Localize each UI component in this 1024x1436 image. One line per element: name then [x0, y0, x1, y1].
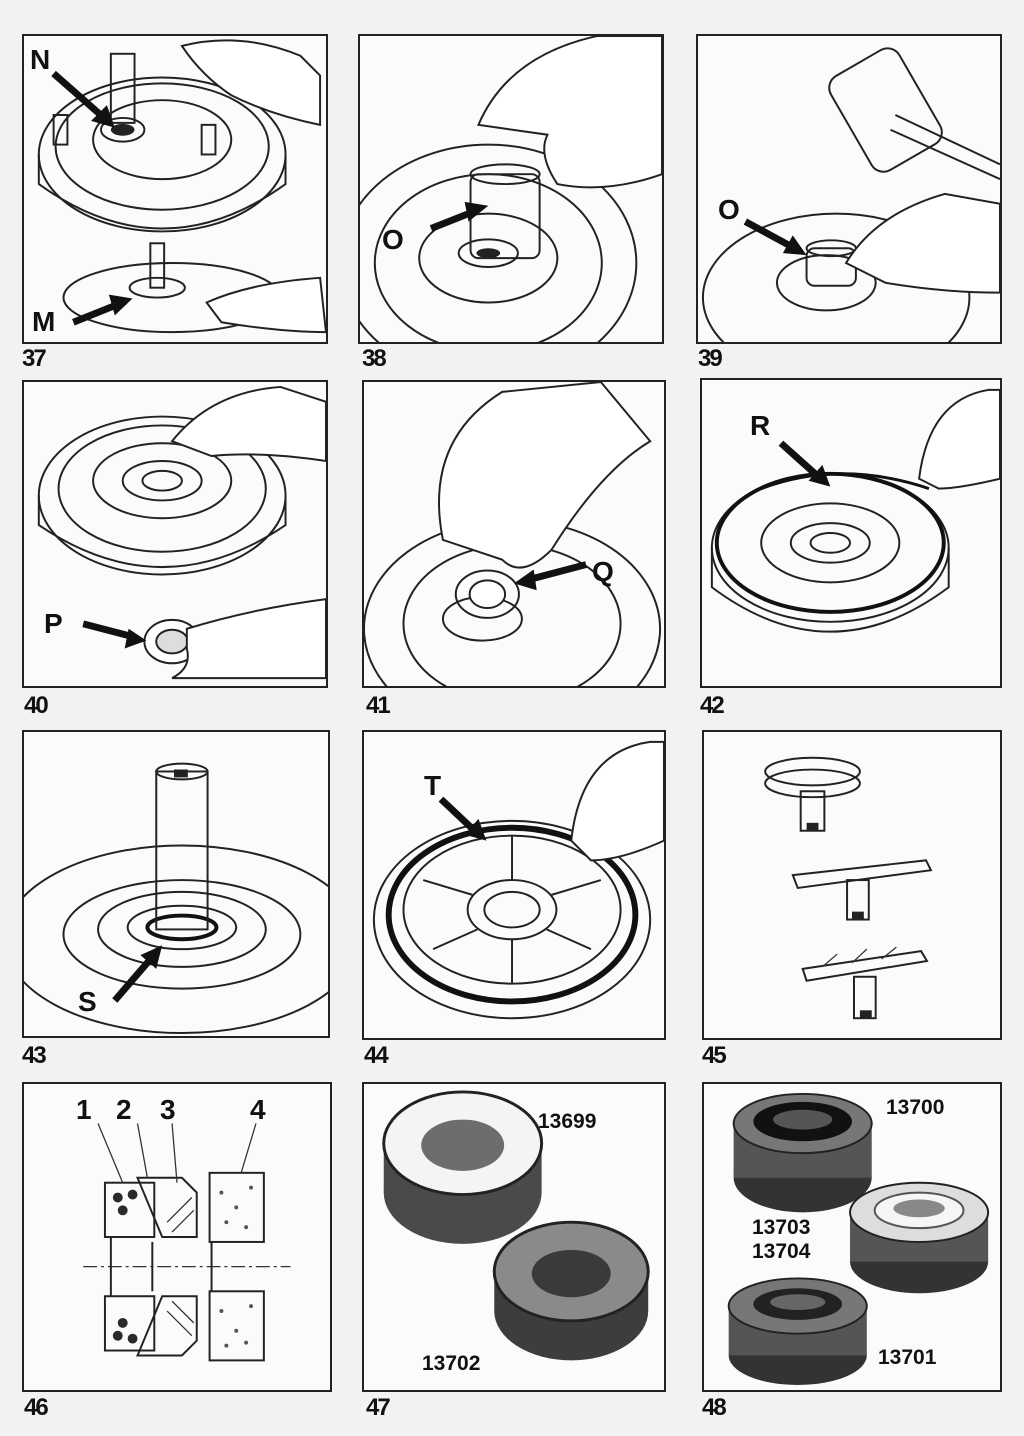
figure-number-47: 47 [366, 1394, 391, 1421]
part-code-13700: 13700 [886, 1096, 945, 1119]
seal-assemblies-48-illustration [727, 1092, 990, 1385]
figure-number-38: 38 [362, 345, 387, 372]
figure-number-46: 46 [24, 1394, 49, 1421]
mechanical-seal-cross-section [83, 1123, 291, 1362]
figure-number-39: 39 [698, 345, 723, 372]
figure-number-40: 40 [24, 692, 49, 719]
o-ring-fitting-illustration [710, 388, 1000, 633]
figure-38-panel: O [358, 34, 664, 344]
figure-40-panel: P [22, 380, 328, 688]
impeller-assemblies-illustration [764, 756, 933, 1020]
callout-3: 3 [160, 1094, 176, 1125]
figure-37-panel: N M [22, 34, 328, 344]
callout-1: 1 [76, 1094, 92, 1125]
figure-number-45: 45 [702, 1042, 727, 1069]
callout-t: T [424, 770, 442, 801]
figure-44-panel: T [362, 730, 666, 1040]
figure-45-panel [702, 730, 1002, 1040]
figure-number-43: 43 [22, 1042, 47, 1069]
figure-number-41: 41 [366, 692, 391, 719]
part-code-13699: 13699 [538, 1110, 597, 1133]
figure-number-37: 37 [22, 345, 47, 372]
part-code-13704: 13704 [752, 1240, 811, 1263]
callout-q: Q [592, 556, 614, 587]
part-code-13702: 13702 [422, 1352, 481, 1375]
callout-p: P [44, 608, 63, 639]
figure-41-panel: Q [362, 380, 666, 688]
figure-number-44: 44 [364, 1042, 389, 1069]
part-code-13701: 13701 [878, 1346, 937, 1369]
callout-o: O [718, 194, 740, 225]
figure-number-48: 48 [702, 1394, 727, 1421]
figure-42-panel: R [700, 378, 1002, 688]
figure-46-panel: 1 2 3 4 [22, 1082, 332, 1392]
part-code-13703: 13703 [752, 1216, 811, 1239]
callout-n: N [30, 44, 51, 75]
bearing-press-illustration [360, 36, 662, 342]
callout-m: M [32, 306, 56, 337]
cover-seal-removal-illustration [37, 385, 326, 680]
callout-4: 4 [250, 1094, 266, 1125]
figure-47-panel: 13699 13702 [362, 1082, 666, 1392]
diffuser-gasket-illustration [372, 740, 664, 1020]
motor-cover-illustration [37, 39, 326, 334]
ring-insertion-illustration [364, 382, 661, 686]
shaft-o-ring-illustration [24, 762, 328, 1034]
callout-o: O [382, 224, 404, 255]
figure-43-panel: S [22, 730, 330, 1038]
figure-48-panel: 13700 13703 13704 13701 [702, 1082, 1002, 1392]
figure-number-42: 42 [700, 692, 725, 719]
callout-s: S [78, 986, 97, 1017]
callout-r: R [750, 410, 771, 441]
callout-2: 2 [116, 1094, 132, 1125]
mallet-tapping-illustration [701, 47, 1000, 342]
figure-39-panel: O [696, 34, 1002, 344]
seal-rings-47-illustration [382, 1090, 650, 1361]
